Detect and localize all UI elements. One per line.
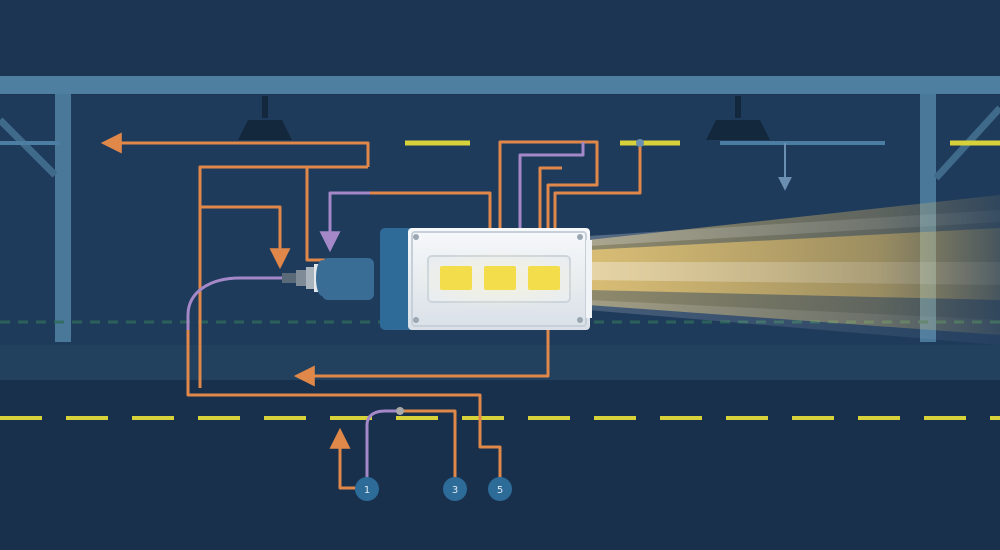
lamp-cell: [440, 266, 472, 290]
light-beam: [588, 195, 1000, 345]
cable-connector-icon: [282, 258, 374, 300]
wire-left-branch: [200, 205, 291, 270]
wire-center-drop: [305, 167, 330, 262]
lamp-cell: [528, 266, 560, 290]
wire-bottom-return: [293, 330, 550, 387]
upper-rail: [0, 140, 1000, 191]
wire-lower-loop: [186, 318, 502, 478]
purple-wiring: [186, 142, 585, 478]
wire-purple-lamp-feed: [319, 191, 370, 253]
ceiling-lamp-icon: [706, 96, 770, 140]
orange-wiring: [100, 132, 642, 490]
wire-purple-lower: [365, 409, 400, 478]
node-label: 5: [497, 485, 503, 496]
lamp-cell: [484, 266, 516, 290]
wire-to-lamp-top: [330, 191, 492, 228]
ceiling-beam: [0, 76, 1000, 94]
led-floodlight-icon: [380, 228, 592, 330]
support-column-left: [55, 94, 71, 342]
node-label: 3: [452, 485, 458, 496]
wire-top-right-2: [538, 166, 562, 228]
terminal-node-3: 3: [443, 477, 467, 501]
diagonal-brace-left: [0, 117, 58, 178]
wire-top-right-3: [553, 143, 642, 228]
wire-junction: [396, 407, 404, 415]
wire-top-right-1: [498, 140, 599, 228]
node-label: 1: [364, 485, 370, 496]
terminal-node-1: 1: [355, 477, 379, 501]
wire-node-3: [400, 409, 457, 478]
wire-left-trunk: [198, 165, 368, 388]
wire-top-left-arrow: [100, 132, 370, 167]
wire-junction: [636, 139, 644, 147]
terminal-node-5: 5: [488, 477, 512, 501]
ceiling-lamp-icon: [238, 96, 292, 140]
lamp-rear-cap: [380, 228, 416, 330]
wire-purple-top: [518, 142, 585, 228]
cable-to-connector: [186, 276, 285, 330]
